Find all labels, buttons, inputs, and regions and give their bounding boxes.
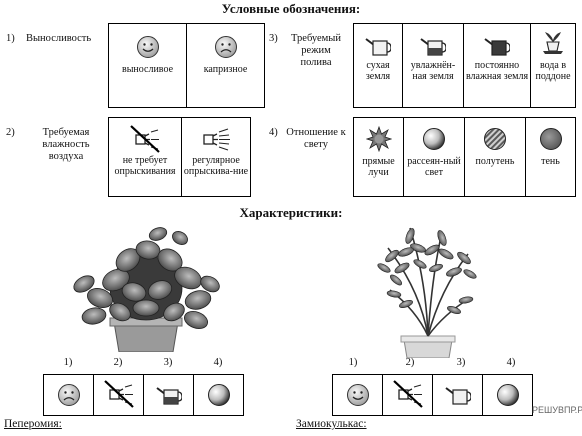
peperomia-photo — [73, 227, 220, 352]
plant1-col-number-1: 1) — [63, 357, 73, 368]
plant1-name: Пеперомия: — [4, 418, 62, 430]
legend-cell-tray: вода в поддоне — [531, 24, 575, 107]
watering-can-full-icon — [484, 38, 510, 56]
plant1-cell-2 — [94, 375, 144, 415]
legend-title-endurance: Выносливость — [26, 33, 92, 44]
plant2-col-number-4: 4) — [506, 357, 516, 368]
plant1-cell-1 — [44, 375, 94, 415]
legend-number-4: 4) — [269, 127, 278, 138]
legend-cell-hardy: выносливое — [109, 24, 187, 107]
smiley-happy-icon — [136, 36, 159, 58]
legend-cell-no-spray: не требует опрыскивания — [109, 118, 182, 196]
legend-label-tray: вода в поддоне — [535, 60, 571, 82]
legend-label-moist: увлажнён-ная земля — [410, 60, 456, 82]
legend-label-no-spray: не требует опрыскивания — [114, 155, 176, 177]
legend-label-diffused: рассеян-ный свет — [407, 156, 461, 178]
plant2-icon-row — [332, 374, 533, 416]
legend-label-dry: сухая земля — [365, 60, 391, 82]
smiley-happy-icon — [346, 384, 369, 406]
watering-can-empty-icon — [365, 38, 391, 56]
smiley-sad-icon — [214, 36, 237, 58]
legend-cell-partial: полутень — [465, 118, 526, 196]
spray-crossed-icon — [103, 380, 134, 408]
spray-crossed-icon — [130, 125, 160, 153]
plant2-cell-1 — [333, 375, 383, 415]
plant2-cell-3 — [433, 375, 483, 415]
plant2-name: Замиокулькас: — [296, 418, 367, 430]
legend-label-hardy: выносливое — [121, 64, 174, 75]
watermark: РЕШУВПР.РФ — [532, 405, 582, 415]
plant2-cell-2 — [383, 375, 433, 415]
plant2-cell-4 — [483, 375, 532, 415]
spray-crossed-icon — [392, 380, 423, 408]
zamioculcas-photo — [377, 227, 477, 358]
diffused-light-icon — [496, 384, 519, 406]
watering-can-half-icon — [155, 387, 182, 405]
smiley-sad-icon — [57, 384, 80, 406]
legend-label-spray: регулярное опрыскива-ние — [183, 155, 249, 177]
plant1-icon-row — [43, 374, 244, 416]
plant2-col-number-1: 1) — [348, 357, 358, 368]
spray-icon — [203, 128, 230, 151]
plant2-col-number-3: 3) — [456, 357, 466, 368]
diffused-light-icon — [423, 128, 445, 150]
legend-box-light: прямые лучи рассеян-ный свет полутень те… — [353, 117, 576, 197]
legend-box-humidity: не требует опрыскивания регулярное опрыс… — [108, 117, 251, 197]
legend-title-humidity: Требуемая влажность воздуха — [42, 127, 90, 162]
legend-number-3: 3) — [269, 33, 278, 44]
legend-cell-wet: постоянно влажная земля — [464, 24, 531, 107]
pot-in-saucer-icon — [543, 32, 563, 54]
plant1-col-number-3: 3) — [163, 357, 173, 368]
legend-label-partial: полутень — [475, 156, 515, 167]
direct-sun-icon — [365, 126, 392, 152]
legend-cell-diffused: рассеян-ный свет — [404, 118, 465, 196]
legend-cell-shade: тень — [526, 118, 575, 196]
watering-can-empty-icon — [444, 387, 471, 405]
partial-shade-icon — [484, 128, 506, 150]
legend-number-1: 1) — [6, 33, 15, 44]
plant1-col-number-4: 4) — [213, 357, 223, 368]
plant1-cell-4 — [194, 375, 243, 415]
characteristics-title: Характеристики: — [239, 205, 343, 220]
legend-label-capricious: капризное — [203, 64, 248, 75]
plant2-col-number-2: 2) — [405, 357, 415, 368]
legend-label-wet: постоянно влажная земля — [465, 60, 529, 82]
legend-cell-spray: регулярное опрыскива-ние — [182, 118, 250, 196]
plant1-col-number-2: 2) — [113, 357, 123, 368]
diffused-light-icon — [207, 384, 230, 406]
legend-cell-moist: увлажнён-ная земля — [403, 24, 464, 107]
watering-can-half-icon — [420, 38, 446, 56]
legend-cell-dry: сухая земля — [354, 24, 403, 107]
plant1-cell-3 — [144, 375, 194, 415]
legend-label-shade: тень — [541, 156, 560, 167]
legend-label-direct: прямые лучи — [362, 156, 395, 178]
legend-number-2: 2) — [6, 127, 15, 138]
shade-icon — [539, 128, 562, 150]
legend-title-light: Отношение к свету — [286, 127, 346, 150]
legend-box-watering: сухая земля увлажнён-ная земля постоянно… — [353, 23, 576, 108]
legend-title-watering: Требуемый режим полива — [291, 33, 341, 68]
legend-cell-direct: прямые лучи — [354, 118, 404, 196]
legend-title: Условные обозначения: — [221, 1, 361, 16]
legend-cell-capricious: капризное — [187, 24, 264, 107]
legend-box-endurance: выносливое капризное — [108, 23, 265, 108]
